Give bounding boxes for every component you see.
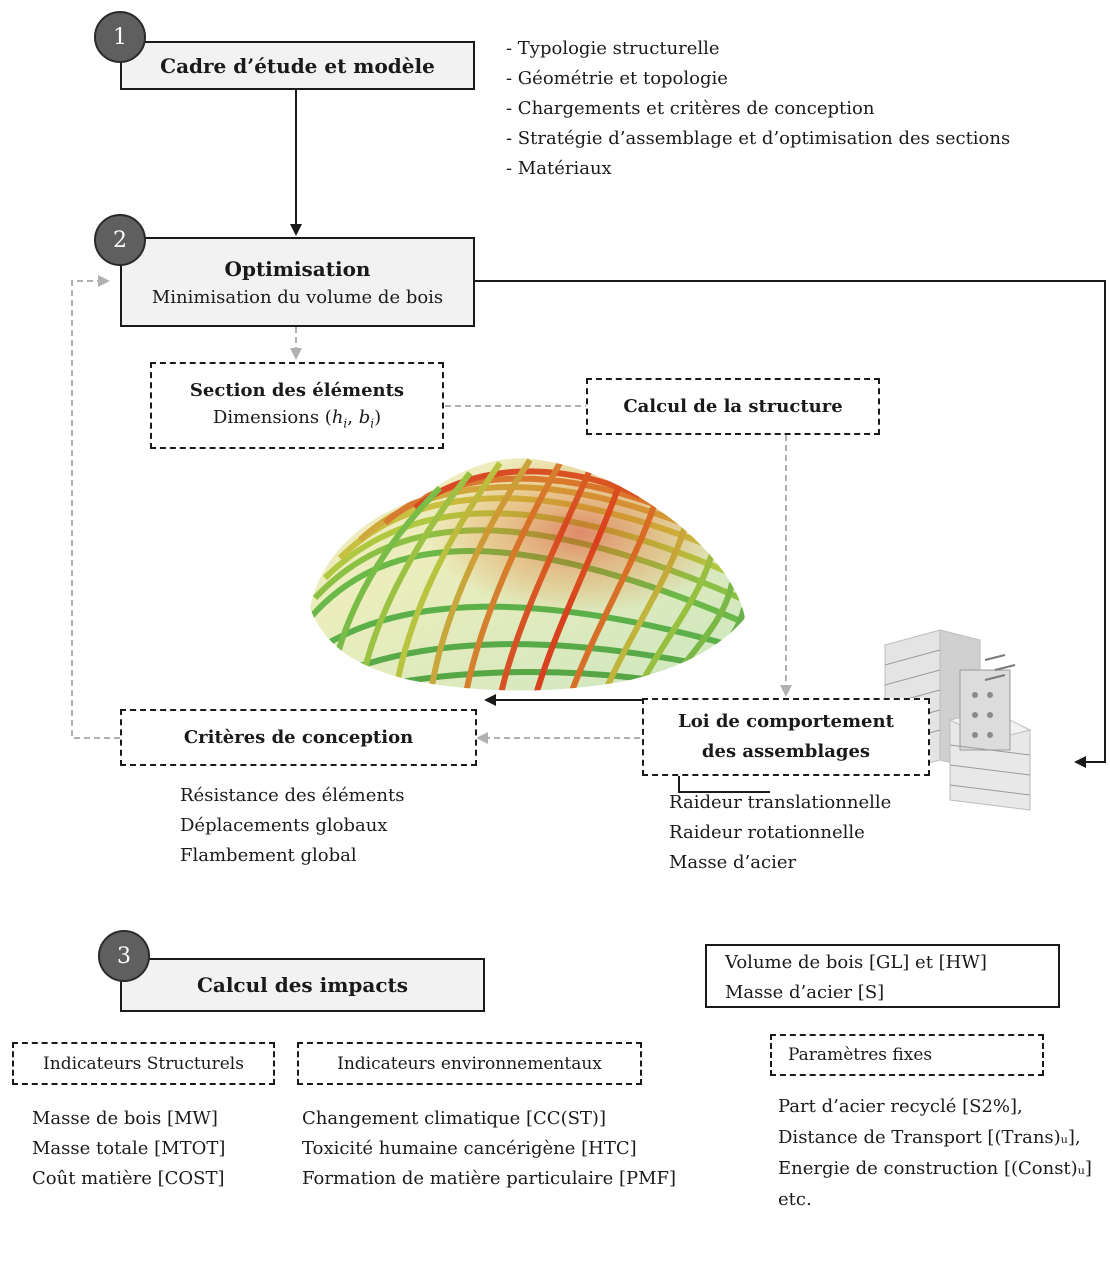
step3-title: Calcul des impacts [196,973,409,997]
list-item: Distance de Transport [(Trans)ᵤ], [778,1127,1081,1148]
indicateurs-environnementaux-title: Indicateurs environnementaux [337,1053,602,1074]
list-item: Flambement global [180,845,357,866]
list-item: Volume de bois [GL] et [HW] [725,952,987,973]
step1-title: Cadre d’étude et modèle [160,53,435,78]
list-item: - Géométrie et topologie [506,68,728,89]
loi-comportement-title-1: Loi de comportement [678,711,894,732]
list-item: - Typologie structurelle [506,38,720,59]
parametres-fixes-box: Paramètres fixes [770,1034,1044,1076]
list-item: Résistance des éléments [180,785,405,806]
loi-items: Raideur translationnelle Raideur rotatio… [669,788,891,878]
indicateurs-structurels-box: Indicateurs Structurels [12,1042,275,1085]
section-elements-subtitle: Dimensions (hi, bi) [213,407,381,431]
step2-title: Optimisation [224,256,371,281]
step1-items: - Typologie structurelle - Géométrie et … [506,34,1010,184]
step2-subtitle: Minimisation du volume de bois [151,286,444,308]
criteres-conception-title: Critères de conception [183,727,414,748]
var-b: b [358,407,371,429]
sub-i: i [343,416,348,431]
list-item: Masse totale [MTOT] [32,1138,226,1159]
section-elements-box: Section des éléments Dimensions (hi, bi) [150,362,444,449]
list-item: Energie de construction [(Const)ᵤ] [778,1158,1092,1179]
section-elements-title: Section des éléments [189,380,405,402]
list-item: Coût matière [COST] [32,1168,225,1189]
list-item: Masse d’acier [669,852,797,873]
calcul-structure-title: Calcul de la structure [623,396,843,417]
list-item: - Chargements et critères de conception [506,98,875,119]
dimensions-suffix: ) [374,407,382,429]
list-item: Déplacements globaux [180,815,388,836]
list-item: Raideur rotationnelle [669,822,865,843]
calcul-structure-box: Calcul de la structure [586,378,880,435]
list-item: Masse d’acier [S] [725,982,885,1003]
environnementaux-items: Changement climatique [CC(ST)] Toxicité … [302,1104,676,1194]
inputs-box: Volume de bois [GL] et [HW] Masse d’acie… [705,944,1060,1008]
list-item: Formation de matière particulaire [PMF] [302,1168,677,1189]
step3-box: Calcul des impacts [120,958,485,1012]
var-h: h [331,407,344,429]
list-item: - Matériaux [506,158,612,179]
arrow-criteres-to-optimisation [71,275,120,739]
step2-number-badge: 2 [94,214,146,266]
list-item: Part d’acier recyclé [S2%], [778,1096,1023,1117]
dimensions-separator: , [347,407,359,429]
indicateurs-structurels-title: Indicateurs Structurels [43,1053,244,1074]
list-item: Toxicité humaine cancérigène [HTC] [302,1138,637,1159]
loi-comportement-box: Loi de comportement des assemblages [642,698,930,776]
list-item: Changement climatique [CC(ST)] [302,1108,606,1129]
criteres-conception-box: Critères de conception [120,709,477,766]
list-item: Raideur translationnelle [669,792,892,813]
step1-number-badge: 1 [94,11,146,63]
list-item: etc. [778,1189,812,1210]
step1-box: Cadre d’étude et modèle [120,41,475,90]
gridshell-dome-illustration [310,458,745,691]
parametres-items: Part d’acier recyclé [S2%], Distance de … [778,1091,1092,1215]
sub-i: i [370,416,375,431]
criteres-items: Résistance des éléments Déplacements glo… [180,781,404,871]
structurels-items: Masse de bois [MW] Masse totale [MTOT] C… [32,1104,225,1194]
step2-box: Optimisation Minimisation du volume de b… [120,237,475,327]
indicateurs-environnementaux-box: Indicateurs environnementaux [297,1042,642,1085]
dimensions-prefix: Dimensions ( [212,407,332,429]
list-item: - Stratégie d’assemblage et d’optimisati… [506,128,1011,149]
step3-number-badge: 3 [98,930,150,982]
inputs-items: Volume de bois [GL] et [HW] Masse d’acie… [725,948,987,1008]
list-item: Masse de bois [MW] [32,1108,218,1129]
parametres-fixes-title: Paramètres fixes [788,1045,933,1065]
loi-comportement-title-2: des assemblages [701,741,871,762]
